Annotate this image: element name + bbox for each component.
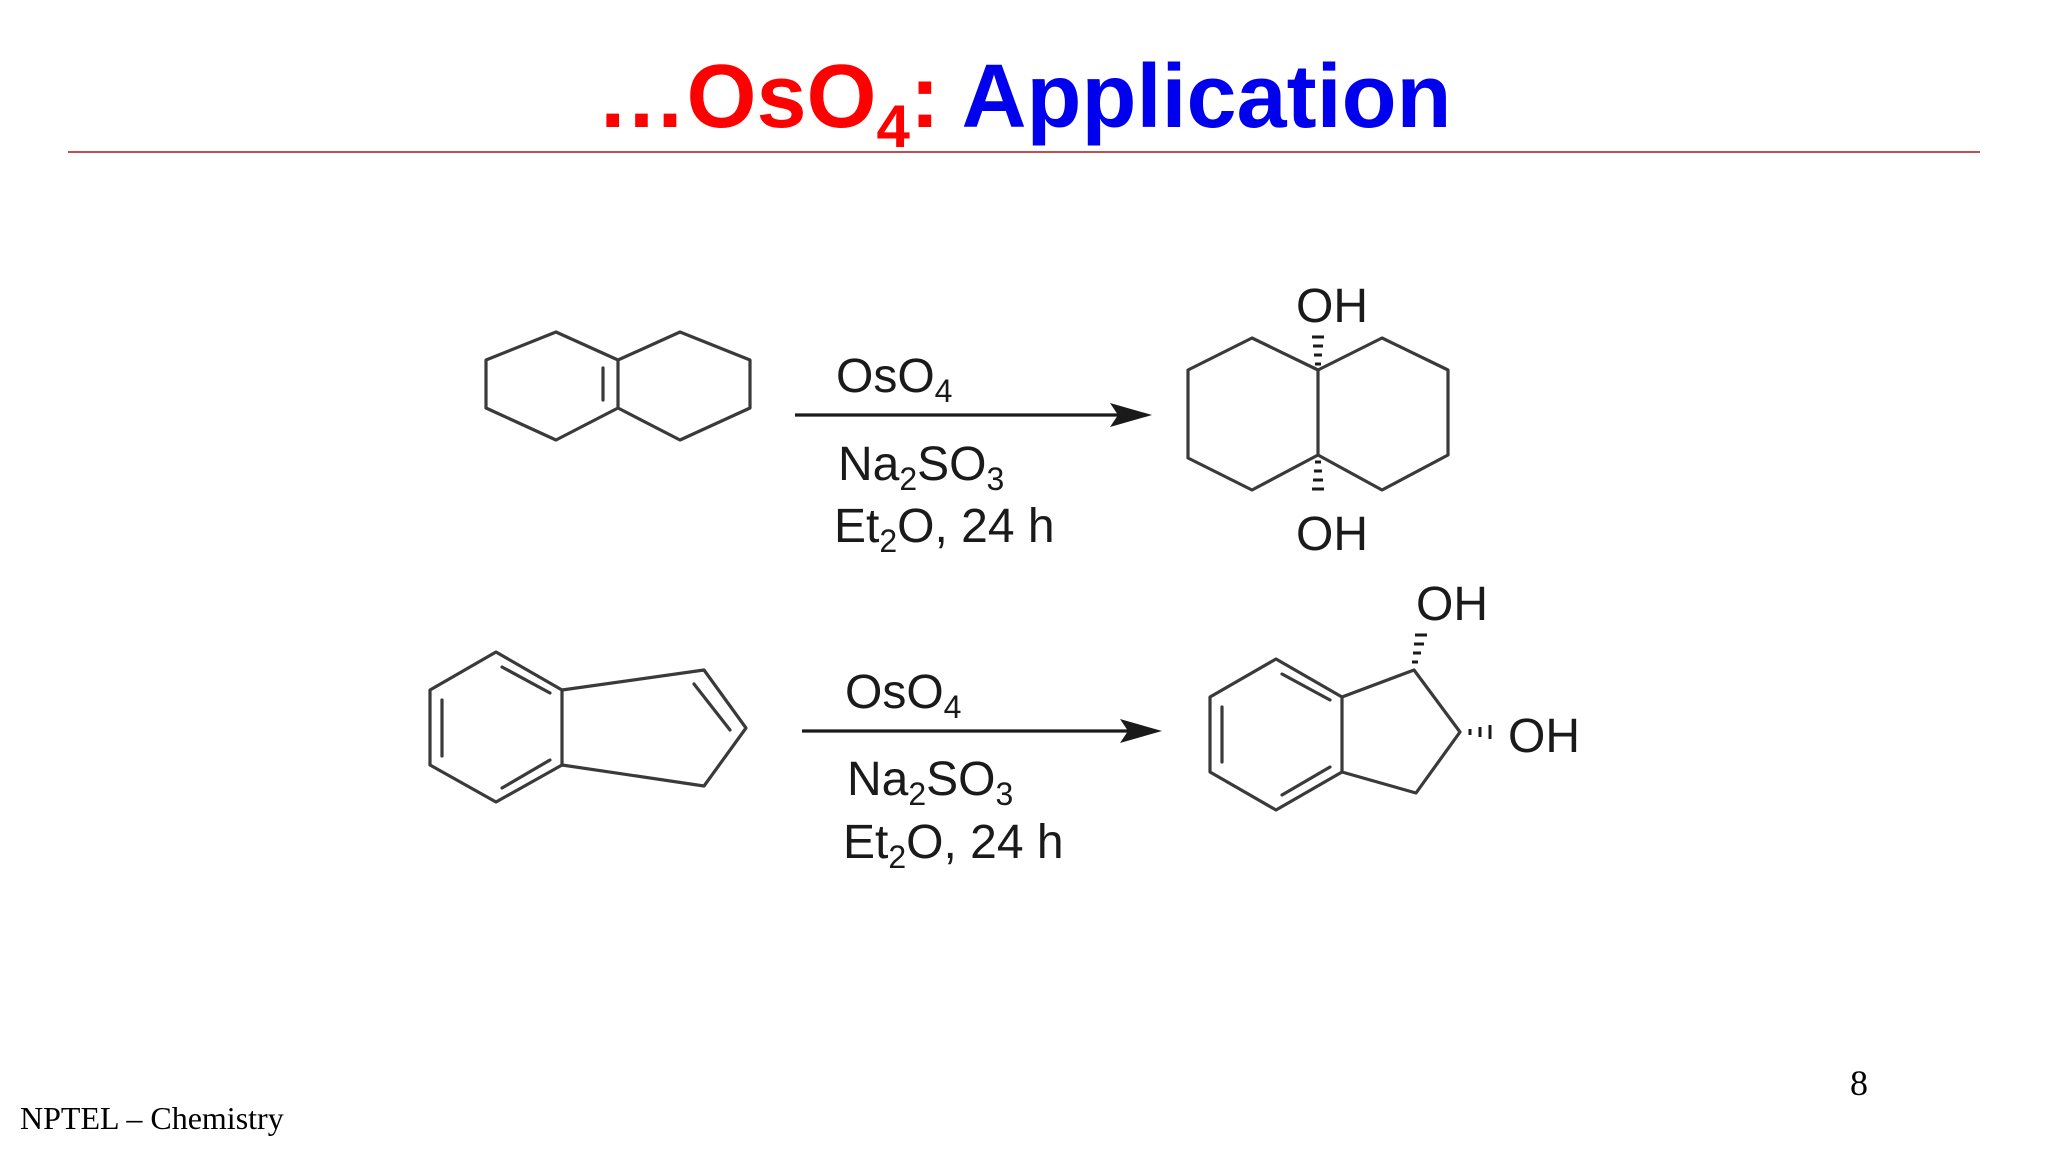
reaction-1-reagent-oso4: OsO4 [836,350,952,409]
title-subscript: 4 [876,93,910,160]
product-1-oh-bottom: OH [1296,508,1368,561]
hashed-bond-c2 [1468,725,1492,739]
product-1-decalin-diol [1186,336,1450,492]
reaction-2-arrow [802,719,1162,743]
title-main: Application [961,47,1452,147]
title-divider [68,151,1980,153]
reaction-1-reagent-na2so3: Na2SO3 [838,438,1004,497]
reactant-2-indene [428,650,748,804]
page-number: 8 [1850,1063,1868,1103]
reaction-1-conditions: Et2O, 24 h [834,500,1055,559]
hashed-bond-top [1312,335,1324,366]
product-2-oh-top: OH [1416,578,1488,631]
title-colon: : [909,47,940,147]
product-2-indane-diol [1208,657,1462,812]
slide-title: …OsO4: Application [0,42,2048,157]
reaction-1-arrow [795,403,1152,427]
title-prefix: …OsO [596,47,877,147]
reactant-1-bicyclic-alkene [484,330,752,442]
footer-course: NPTEL – Chemistry [20,1100,284,1136]
reaction-2-reagent-oso4: OsO4 [845,666,961,725]
reaction-2-reagent-na2so3: Na2SO3 [847,753,1013,812]
product-2-oh-right: OH [1508,710,1580,763]
product-1-oh-top: OH [1296,280,1368,333]
reaction-2-conditions: Et2O, 24 h [843,816,1064,875]
hashed-bond-bottom [1312,460,1324,491]
hashed-bond-c1 [1412,633,1427,664]
